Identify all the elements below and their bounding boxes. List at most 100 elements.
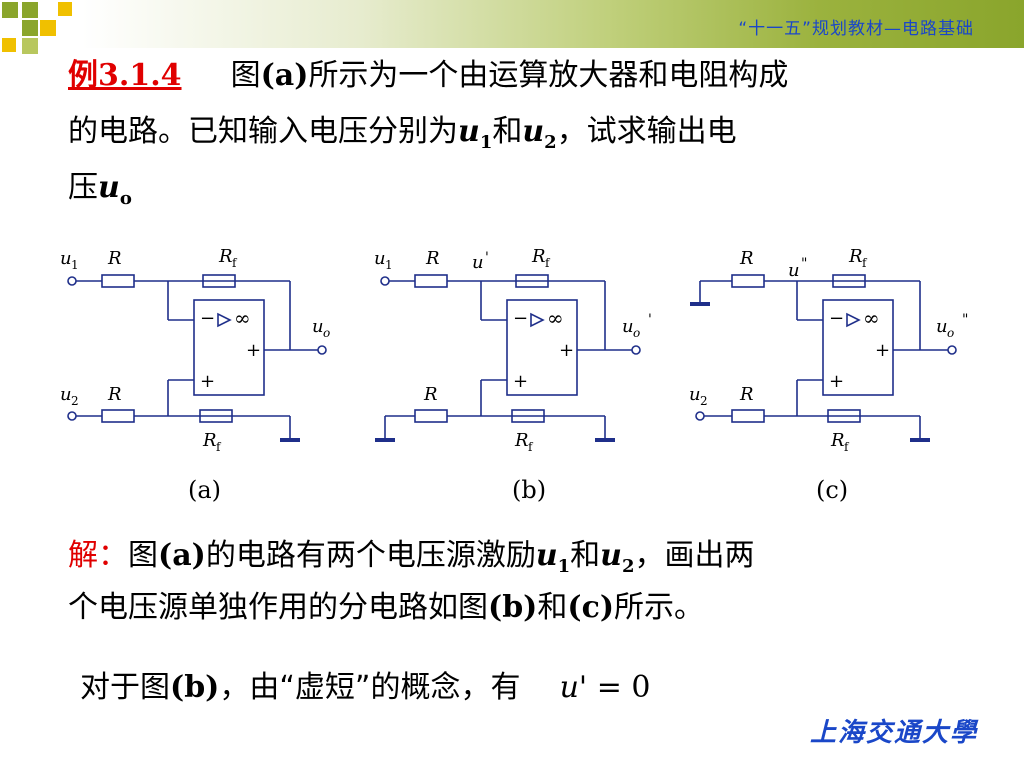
example-label: 例3.1.4 [68, 58, 182, 93]
label-c-dprime: " [801, 256, 807, 272]
var-u1: u [458, 114, 480, 149]
solution-text-1c: ，画出两 [634, 538, 755, 573]
label-b-r1: R [425, 248, 440, 269]
solution-line-2: 个电压源单独作用的分电路如图(b)和(c)所示。 [68, 588, 704, 628]
label-b-inf: ∞ [547, 306, 564, 330]
label-a-minus: − [200, 308, 215, 329]
label-b-rf1-sub: f [545, 256, 551, 270]
label-b-prime: ' [485, 250, 489, 266]
solution-var-u1: u [535, 538, 558, 573]
label-b-plus-out: + [559, 340, 574, 361]
label-b-uo: u [622, 316, 634, 337]
solution-ref-a: (a) [158, 538, 206, 573]
label-c-rf1: R [848, 246, 863, 267]
label-c-udprime: u [788, 260, 800, 281]
label-b-plus-in: + [513, 371, 528, 392]
var-uo: u [98, 170, 120, 205]
problem-text-1: 所示为一个由运算放大器和电阻构成 [308, 58, 789, 93]
label-b-u1-sub: 1 [385, 258, 393, 272]
solution-label: 解： [68, 538, 128, 573]
solution-sub-1: 1 [557, 556, 571, 577]
solution-sub-2: 2 [621, 556, 635, 577]
label-a-u2-sub: 2 [71, 394, 79, 408]
fig-ref-a: (a) [260, 58, 309, 93]
sub-1: 1 [479, 132, 493, 153]
solution-line-3: 对于图(b)，由“虚短”的概念，有 u' = 0 [80, 668, 650, 708]
sub-2: 2 [544, 132, 557, 153]
label-a-inf: ∞ [234, 306, 251, 330]
label-a-plus-out: + [246, 340, 261, 361]
caption-b: (b) [512, 476, 547, 504]
solution-text-3a: 对于图 [80, 670, 170, 705]
and-text: 和 [492, 114, 523, 149]
header-bar [0, 0, 1024, 48]
solution-ref-b2: (b) [170, 670, 220, 705]
solution-text-1a: 图 [128, 538, 158, 573]
label-c-plus-out: + [875, 340, 890, 361]
label-c-r1: R [739, 248, 754, 269]
equation-rhs: 0 [631, 670, 651, 705]
label-c-rf2: R [830, 430, 845, 451]
circuit-diagrams: u 1 R R f − ∞ + + u o u 2 R R f u 1 R u … [60, 246, 968, 454]
label-a-uo: u [312, 316, 324, 337]
sub-o: o [119, 188, 132, 209]
label-b-uprime: u [472, 252, 484, 273]
equation-lhs: u' [559, 670, 588, 705]
caption-c: (c) [816, 476, 849, 504]
problem-line-3: 压uo [68, 168, 132, 219]
caption-a: (a) [188, 476, 222, 504]
var-u2: u [522, 114, 545, 149]
label-c-rf2-sub: f [844, 440, 850, 454]
label-b-rf1: R [531, 246, 546, 267]
label-c-inf: ∞ [863, 306, 880, 330]
label-a-rf1-sub: f [232, 256, 238, 270]
solution-text-2a: 个电压源单独作用的分电路如图 [68, 590, 488, 625]
label-a-plus-in: + [200, 371, 215, 392]
solution-ref-b: (b) [488, 590, 538, 625]
label-c-plus-in: + [829, 371, 844, 392]
label-c-u2-sub: 2 [700, 394, 708, 408]
solution-line-1: 解：图(a)的电路有两个电压源激励u1和u2，画出两 [68, 536, 755, 587]
label-b-rf2: R [514, 430, 529, 451]
label-a-u2: u [60, 384, 72, 405]
label-b-r2: R [423, 384, 438, 405]
label-a-rf1: R [218, 246, 233, 267]
label-a-rf2: R [202, 430, 217, 451]
problem-text-4: 压 [68, 170, 98, 205]
solution-text-1b: 的电路有两个电压源激励 [205, 538, 536, 573]
fig-prefix: 图 [230, 58, 261, 93]
problem-line-1: 例3.1.4 图(a)所示为一个由运算放大器和电阻构成 [68, 56, 788, 96]
label-a-r2: R [107, 384, 122, 405]
label-c-u2: u [689, 384, 701, 405]
problem-text-2: 的电路。已知输入电压分别为 [68, 114, 458, 149]
label-b-uo-prime: ' [648, 312, 652, 328]
circuit-a [67, 274, 327, 442]
label-a-u1-sub: 1 [71, 258, 79, 272]
label-c-uo-dprime: " [962, 312, 968, 328]
label-a-rf2-sub: f [216, 440, 222, 454]
problem-text-3: ，试求输出电 [556, 114, 737, 149]
solution-text-2c: 和 [537, 590, 568, 625]
label-c-uo: u [936, 316, 948, 337]
label-c-r2: R [739, 384, 754, 405]
label-b-uo-sub: o [633, 326, 640, 340]
label-b-minus: − [513, 308, 528, 329]
solution-text-2e: 所示。 [614, 590, 705, 625]
header-title: “十一五”规划教材—电路基础 [738, 19, 974, 39]
label-c-rf1-sub: f [862, 256, 868, 270]
solution-var-u2: u [600, 538, 622, 573]
circuit-c [690, 274, 957, 442]
problem-line-2: 的电路。已知输入电压分别为u1和u2，试求输出电 [68, 112, 737, 163]
university-logo: 上海交通大學 [810, 718, 979, 748]
solution-and: 和 [570, 538, 601, 573]
solution-ref-c: (c) [567, 590, 615, 625]
equation-eq: = [596, 670, 622, 705]
label-a-r1: R [107, 248, 122, 269]
label-a-uo-sub: o [323, 326, 330, 340]
circuit-b [375, 274, 641, 442]
label-c-uo-sub: o [947, 326, 954, 340]
label-a-u1: u [60, 248, 72, 269]
label-b-u1: u [374, 248, 386, 269]
solution-text-3c: ，由“虚短”的概念，有 [219, 670, 521, 705]
label-b-rf2-sub: f [528, 440, 534, 454]
